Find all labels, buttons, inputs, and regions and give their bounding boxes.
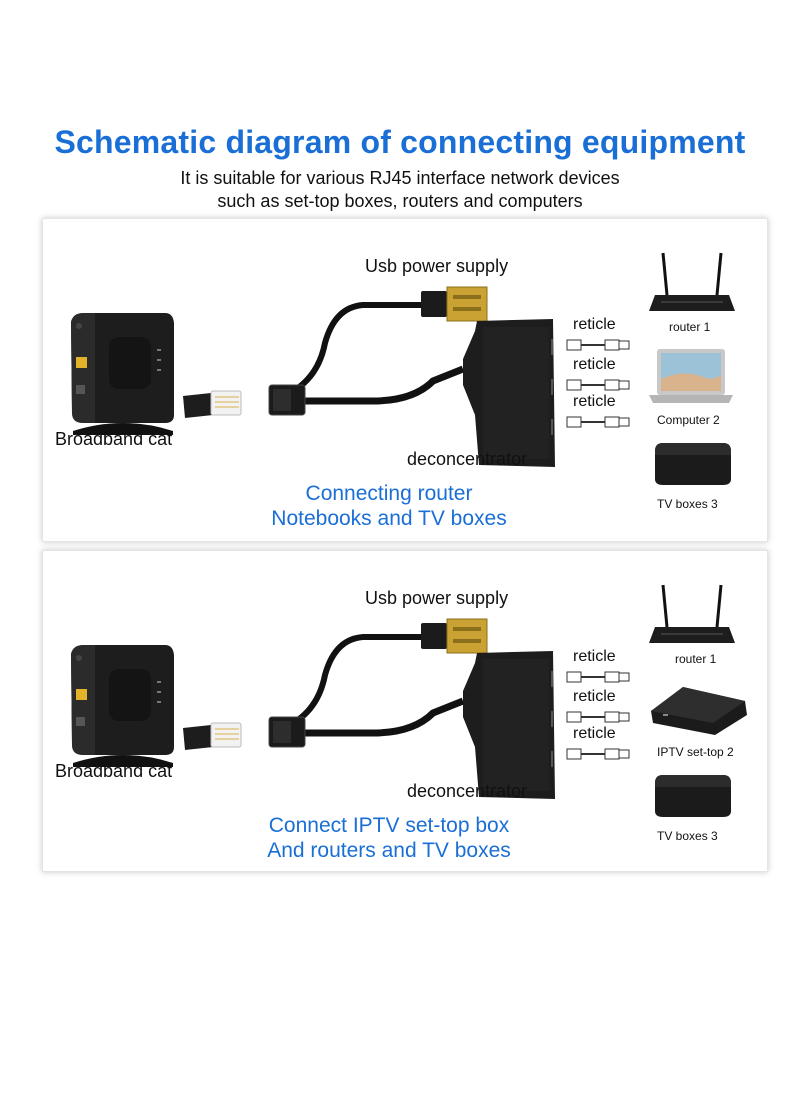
panel-caption-line-2: Notebooks and TV boxes [271, 507, 507, 530]
usb-power-label: Usb power supply [365, 256, 509, 276]
modem-icon [71, 645, 174, 767]
network-cable-icon [566, 339, 630, 351]
panel-iptv-router-tv: Usb power supply Broadband cat deconcent… [42, 550, 768, 872]
reticle-label-3: reticle [573, 725, 616, 742]
network-cable-icon [566, 748, 630, 760]
panel-caption-line-2: And routers and TV boxes [267, 839, 511, 862]
device-label-iptv: IPTV set-top 2 [657, 745, 734, 759]
reticle-label-1: reticle [573, 316, 616, 333]
reticle-label-3: reticle [573, 393, 616, 410]
device-label-computer: Computer 2 [657, 413, 720, 427]
reticle-label-1: reticle [573, 648, 616, 665]
deconcentrator-label: deconcentrator [407, 449, 528, 469]
diagram-art [71, 252, 735, 485]
panel-caption-line-1: Connecting router [305, 482, 473, 505]
device-label-tv-box: TV boxes 3 [657, 829, 718, 843]
device-label-router: router 1 [675, 652, 717, 666]
page-title: Schematic diagram of connecting equipmen… [54, 124, 746, 160]
reticle-label-2: reticle [573, 688, 616, 705]
tv-box-icon [655, 443, 731, 485]
panel-router-computer-tv: Usb power supply Broadband cat deconcent… [42, 218, 768, 542]
device-label-router: router 1 [669, 320, 711, 334]
iptv-set-top-box-icon [651, 687, 747, 735]
splitter-cable-icon [268, 286, 555, 467]
wifi-router-icon [649, 252, 735, 311]
network-cable-icon [566, 711, 630, 723]
diagram-art [71, 584, 747, 817]
broadband-cat-label: Broadband cat [55, 429, 173, 449]
modem-icon [71, 313, 174, 435]
rj45-plug-icon [183, 390, 242, 418]
wifi-router-icon [649, 584, 735, 643]
rj45-plug-icon [183, 722, 242, 750]
panel-caption-line-1: Connect IPTV set-top box [268, 814, 510, 837]
subtitle-line-1: It is suitable for various RJ45 interfac… [180, 168, 620, 188]
usb-power-label: Usb power supply [365, 588, 509, 608]
network-cable-icon [566, 671, 630, 683]
subtitle-line-2: such as set-top boxes, routers and compu… [217, 191, 583, 211]
tv-box-icon [655, 775, 731, 817]
device-label-tv-box: TV boxes 3 [657, 497, 718, 511]
laptop-icon [649, 349, 733, 403]
network-cable-icon [566, 416, 630, 428]
reticle-label-2: reticle [573, 356, 616, 373]
network-cable-icon [566, 379, 630, 391]
splitter-cable-icon [268, 618, 555, 799]
deconcentrator-label: deconcentrator [407, 781, 528, 801]
broadband-cat-label: Broadband cat [55, 761, 173, 781]
